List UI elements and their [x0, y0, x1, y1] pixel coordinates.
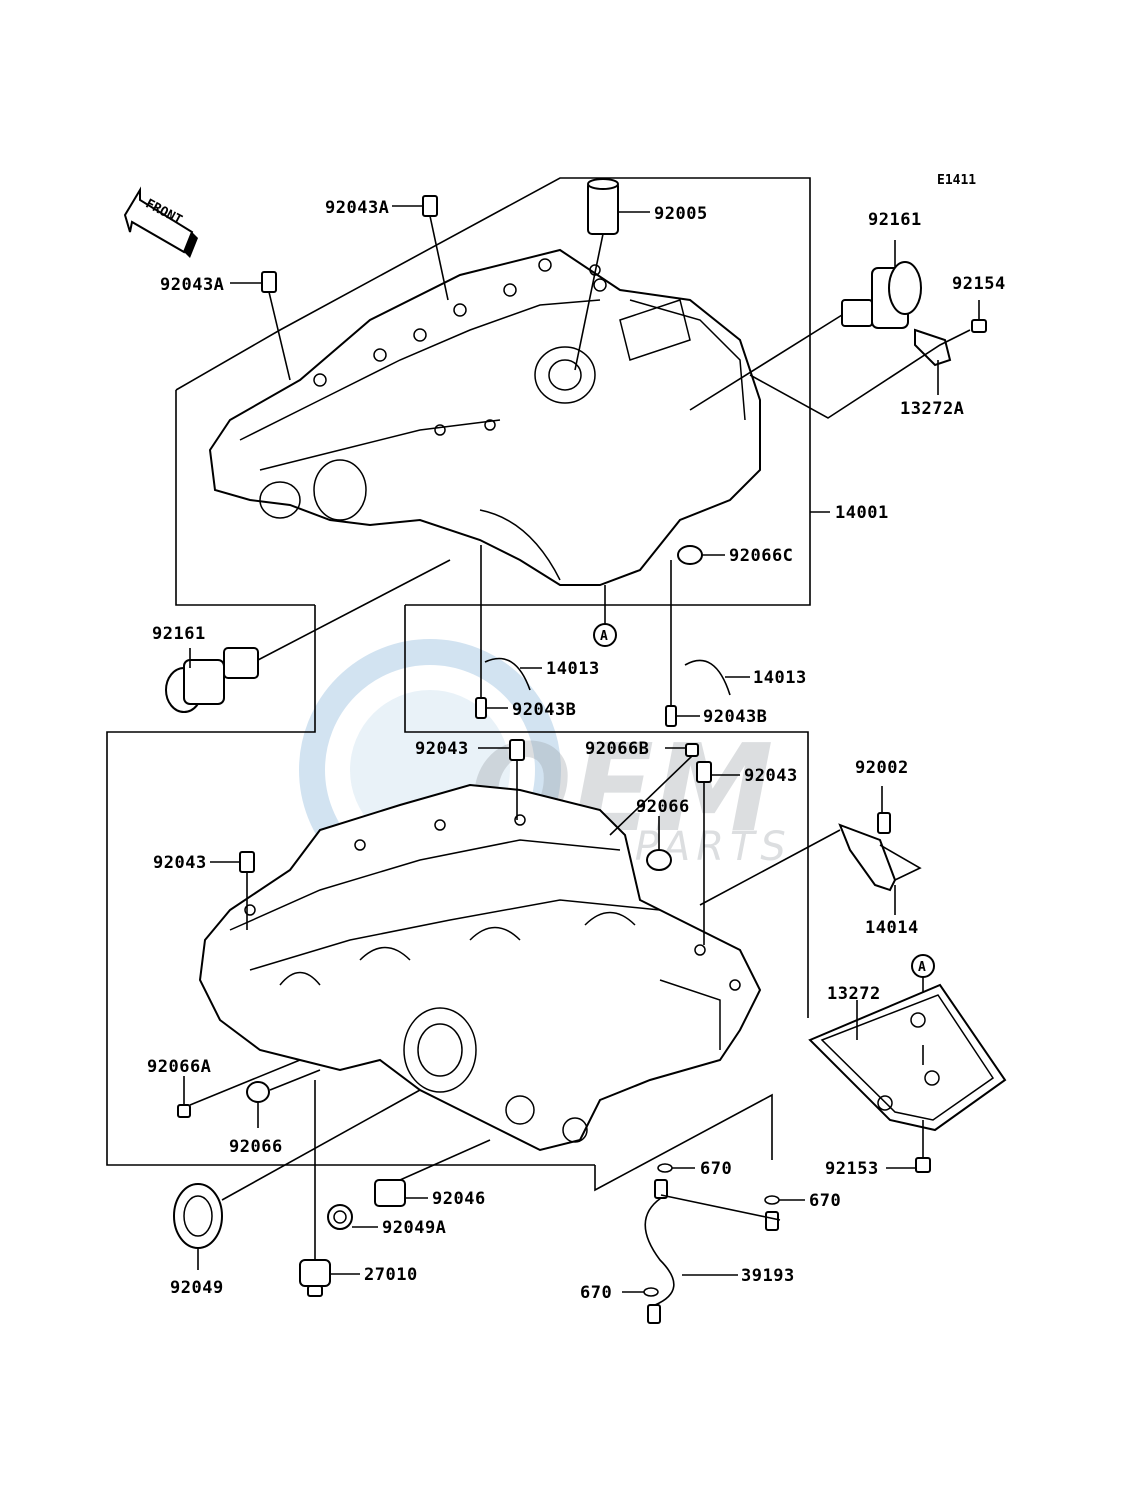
clip-14013-2: [684, 659, 750, 696]
cylinder-92161-left: [165, 559, 451, 713]
ring-670-3: [622, 1287, 659, 1297]
diagram-code: E1411: [937, 173, 976, 188]
label-92066-2: 92066: [229, 1137, 283, 1157]
ring-670-1: [657, 1163, 695, 1173]
label-13272: 13272: [827, 984, 881, 1004]
label-92043-1: 92043: [415, 739, 469, 759]
label-92154: 92154: [952, 274, 1006, 294]
dowel-92043B-1: [475, 545, 508, 719]
dowel-92043-2: [696, 761, 740, 945]
label-13272A: 13272A: [900, 399, 964, 419]
label-14013-1: 14013: [546, 659, 600, 679]
seal-92049: [173, 1089, 421, 1270]
label-92161-top: 92161: [868, 210, 922, 230]
label-92043B-2: 92043B: [703, 707, 767, 727]
label-670-3: 670: [580, 1283, 612, 1303]
switch-27010: [299, 1080, 360, 1297]
label-92049: 92049: [170, 1278, 224, 1298]
label-670-1: 670: [700, 1159, 732, 1179]
part-labels: 92043A 92043A 92005 92161 92154 13272A 1…: [147, 198, 1006, 1303]
plug-92066-2: [246, 1069, 321, 1128]
plug-92066A: [177, 1059, 301, 1118]
ref-marker-A-label-2: A: [918, 960, 926, 975]
label-92043-3: 92043: [153, 853, 207, 873]
front-arrow-icon: FRONT: [123, 186, 198, 258]
plug-92066-1: [646, 816, 672, 871]
dowel-92043-1: [478, 739, 525, 820]
label-92043-2: 92043: [744, 766, 798, 786]
label-92066B: 92066B: [585, 739, 649, 759]
label-92049A: 92049A: [382, 1218, 446, 1238]
cap-92005: [574, 178, 650, 371]
cover-13272: [808, 983, 1007, 1132]
label-92046: 92046: [432, 1189, 486, 1209]
dowel-92043-3: [210, 851, 255, 930]
label-92002: 92002: [855, 758, 909, 778]
upper-crankcase: [208, 248, 761, 586]
label-14013-2: 14013: [753, 668, 807, 688]
lower-crankcase: [198, 783, 762, 1152]
dowel-92043B-2: [665, 560, 700, 727]
label-39193: 39193: [741, 1266, 795, 1286]
label-670-2: 670: [809, 1191, 841, 1211]
seal-92049A: [327, 1204, 378, 1230]
plate-13272A: [749, 328, 971, 419]
label-14014: 14014: [865, 918, 919, 938]
cylinder-92161-top: [689, 240, 922, 411]
label-92043B-1: 92043B: [512, 700, 576, 720]
label-92043A-2: 92043A: [160, 275, 224, 295]
label-92161-left: 92161: [152, 624, 206, 644]
label-92005: 92005: [654, 204, 708, 224]
ref-marker-A-label: A: [600, 629, 608, 644]
bolt-92154: [971, 300, 987, 333]
label-92153: 92153: [825, 1159, 879, 1179]
label-92043A-1: 92043A: [325, 198, 389, 218]
label-92066-1: 92066: [636, 797, 690, 817]
pipe-39193: [644, 1179, 781, 1324]
bolt-92002: [877, 786, 891, 834]
lower-case-frame: [106, 604, 809, 1192]
label-27010: 27010: [364, 1265, 418, 1285]
label-92066A: 92066A: [147, 1057, 211, 1077]
gasket-14014: [699, 823, 922, 915]
label-14001: 14001: [835, 503, 889, 523]
upper-case-frame: [175, 177, 830, 606]
dowel-92043A-2: [230, 271, 291, 381]
dowel-92043A-1: [392, 195, 449, 301]
plug-92066B: [609, 743, 699, 836]
plug-92066C: [677, 545, 725, 565]
label-92066C: 92066C: [729, 546, 793, 566]
clip-14013-1: [484, 657, 542, 691]
bearing-92046: [374, 1139, 491, 1207]
ring-670-2: [764, 1195, 805, 1205]
ref-marker-A-top: A: [593, 585, 617, 647]
ref-marker-A-bottom: A: [911, 954, 935, 1000]
bolt-92153: [886, 1120, 931, 1173]
